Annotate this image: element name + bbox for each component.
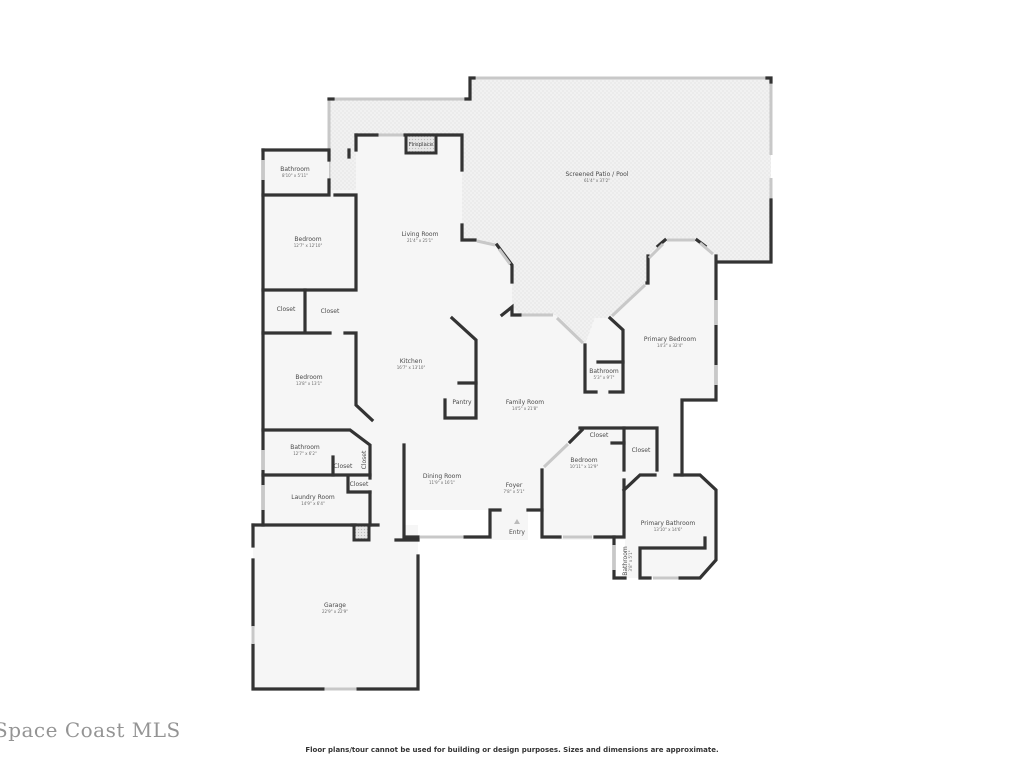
room-dim: 12'7" x 12'10": [294, 243, 323, 248]
room-name: Closet: [321, 308, 340, 315]
room-bedroom-3: Bedroom 10'11" x 12'9": [570, 457, 599, 469]
room-dim: 5'3" x 9'7": [594, 375, 615, 380]
room-name: Closet: [632, 447, 651, 454]
windows: [251, 133, 718, 691]
room-name: Bathroom: [589, 368, 619, 375]
room-name: Pantry: [452, 399, 472, 406]
room-dim: 22'9" x 22'9": [322, 609, 348, 614]
entry-arrow-icon: [514, 519, 520, 524]
interior-floor: [253, 135, 716, 689]
mls-watermark: Space Coast MLS: [0, 718, 181, 742]
room-name: Closet: [350, 481, 369, 488]
room-fireplace: Fireplace: [409, 142, 434, 148]
room-name: Laundry Room: [291, 494, 335, 501]
room-closet-7: Closet: [632, 447, 651, 454]
room-screened-patio: Screened Patio / Pool 61'4" x 37'2": [566, 171, 629, 183]
room-bedroom-2: Bedroom 13'8" x 13'1": [295, 374, 322, 386]
room-dim: 14'9" x 6'4": [301, 501, 325, 506]
room-dim: 13'10" x 14'6": [654, 527, 683, 532]
room-kitchen: Kitchen 16'7" x 13'10": [397, 358, 426, 370]
room-pantry: Pantry: [452, 399, 472, 406]
room-name: Screened Patio / Pool: [566, 171, 629, 178]
room-name: Bathroom: [622, 546, 629, 576]
room-name: Closet: [334, 463, 353, 470]
room-dim: 7'8" x 5'1": [504, 489, 525, 494]
room-name: Living Room: [402, 231, 439, 238]
room-closet-1: Closet: [277, 306, 296, 313]
room-bathroom-3: Bathroom 12'7" x 6'2": [290, 444, 320, 456]
room-closet-5: Closet: [350, 481, 369, 488]
room-name: Closet: [361, 450, 368, 469]
room-entry: Entry: [509, 529, 525, 536]
room-bedroom-1: Bedroom 12'7" x 12'10": [294, 236, 323, 248]
room-closet-6: Closet: [590, 432, 609, 439]
room-dim: 10'11" x 12'9": [570, 464, 599, 469]
room-closet-3: Closet: [334, 463, 353, 470]
room-closet-2: Closet: [321, 308, 340, 315]
room-labels: Bathroom 8'10" x 5'11" Bedroom 12'7" x 1…: [277, 142, 697, 614]
room-bathroom-1: Bathroom 8'10" x 5'11": [280, 166, 310, 178]
room-laundry-room: Laundry Room 14'9" x 6'4": [291, 494, 335, 506]
room-foyer: Foyer 7'8" x 5'1": [504, 482, 525, 494]
room-name: Fireplace: [409, 142, 434, 148]
room-family-room: Family Room 14'5" x 21'8": [506, 399, 544, 411]
room-primary-bedroom: Primary Bedroom 14'3" x 32'4": [644, 336, 696, 348]
room-closet-4: Closet: [361, 450, 368, 469]
room-name: Closet: [277, 306, 296, 313]
room-dim: 14'5" x 21'8": [512, 406, 538, 411]
room-bathroom-4: Bathroom 3'8" x 5'1": [622, 546, 633, 576]
room-dim: 13'8" x 13'1": [296, 381, 322, 386]
room-garage: Garage 22'9" x 22'9": [322, 602, 348, 614]
room-primary-bathroom: Primary Bathroom 13'10" x 14'6": [641, 520, 696, 532]
room-name: Primary Bedroom: [644, 336, 696, 343]
room-name: Primary Bathroom: [641, 520, 696, 527]
room-dim: 14'3" x 32'4": [657, 343, 683, 348]
room-name: Bathroom: [290, 444, 320, 451]
room-dining-room: Dining Room 11'9" x 16'1": [423, 473, 462, 485]
room-name: Bedroom: [570, 457, 597, 464]
room-name: Bedroom: [295, 374, 322, 381]
walls: [251, 133, 718, 691]
room-bathroom-2: Bathroom 5'3" x 9'7": [589, 368, 619, 380]
room-dim: 12'7" x 6'2": [293, 451, 317, 456]
room-name: Family Room: [506, 399, 544, 406]
room-dim: 16'7" x 13'10": [397, 365, 426, 370]
room-name: Kitchen: [400, 358, 423, 365]
room-name: Bathroom: [280, 166, 310, 173]
room-name: Entry: [509, 529, 525, 536]
room-dim: 61'4" x 37'2": [584, 178, 610, 183]
disclaimer-text: Floor plans/tour cannot be used for buil…: [305, 746, 719, 754]
room-dim: 3'8" x 5'1": [628, 550, 633, 571]
room-dim: 11'9" x 16'1": [429, 480, 455, 485]
room-dim: 8'10" x 5'11": [282, 173, 308, 178]
room-living-room: Living Room 21'4" x 25'1": [402, 231, 439, 243]
room-name: Bedroom: [294, 236, 321, 243]
room-name: Dining Room: [423, 473, 462, 480]
room-name: Closet: [590, 432, 609, 439]
room-name: Foyer: [506, 482, 523, 489]
room-dim: 21'4" x 25'1": [407, 238, 433, 243]
room-name: Garage: [324, 602, 346, 609]
